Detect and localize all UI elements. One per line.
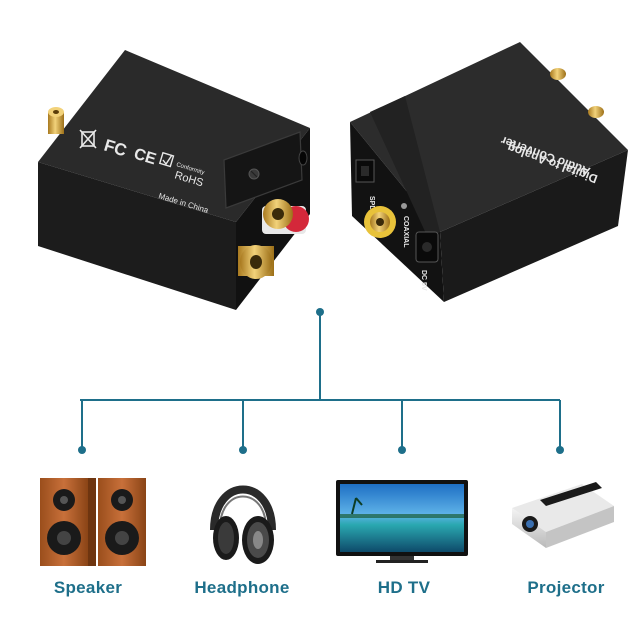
- speaker-icon: [40, 478, 146, 566]
- output-label-projector: Projector: [527, 578, 605, 597]
- node-speaker: [78, 446, 86, 454]
- converter-front-view: FC CE Conformity RoHS Made in China: [38, 50, 310, 310]
- headphone-jack-port: [298, 150, 308, 166]
- gold-rca-jack-left: [48, 107, 64, 134]
- node-headphone: [239, 446, 247, 454]
- red-rca-jack: [262, 199, 309, 234]
- projector-icon: [512, 482, 614, 548]
- output-label-tv: HD TV: [377, 578, 431, 597]
- converter-back-view: Digital to Analog Audio Converter SPDIF …: [350, 42, 628, 302]
- output-label-headphone: Headphone: [194, 578, 290, 597]
- dc-label: DC 5V: [420, 270, 427, 291]
- headphone-icon: [210, 485, 276, 564]
- tv-icon: [336, 480, 468, 563]
- white-rca-jack: [238, 245, 274, 279]
- coaxial-port: [364, 206, 396, 238]
- device-left-panel: [223, 131, 303, 209]
- recycle-bin-icon: [79, 129, 97, 149]
- node-tv: [398, 446, 406, 454]
- coaxial-label: COAXIAL: [402, 216, 409, 248]
- ce-mark: CE: [132, 146, 159, 169]
- node-projector: [556, 446, 564, 454]
- optical-port: [355, 159, 375, 183]
- spdif-label: SPDIF: [368, 196, 375, 217]
- device-left-front: [38, 162, 236, 310]
- check-box-icon: [158, 151, 175, 168]
- dc-power-port: [415, 231, 439, 263]
- device-right-front: [440, 150, 628, 302]
- output-label-speaker: Speaker: [53, 578, 123, 597]
- gold-rca-jacks-rear: [550, 68, 604, 118]
- connection-diagram: [78, 308, 564, 454]
